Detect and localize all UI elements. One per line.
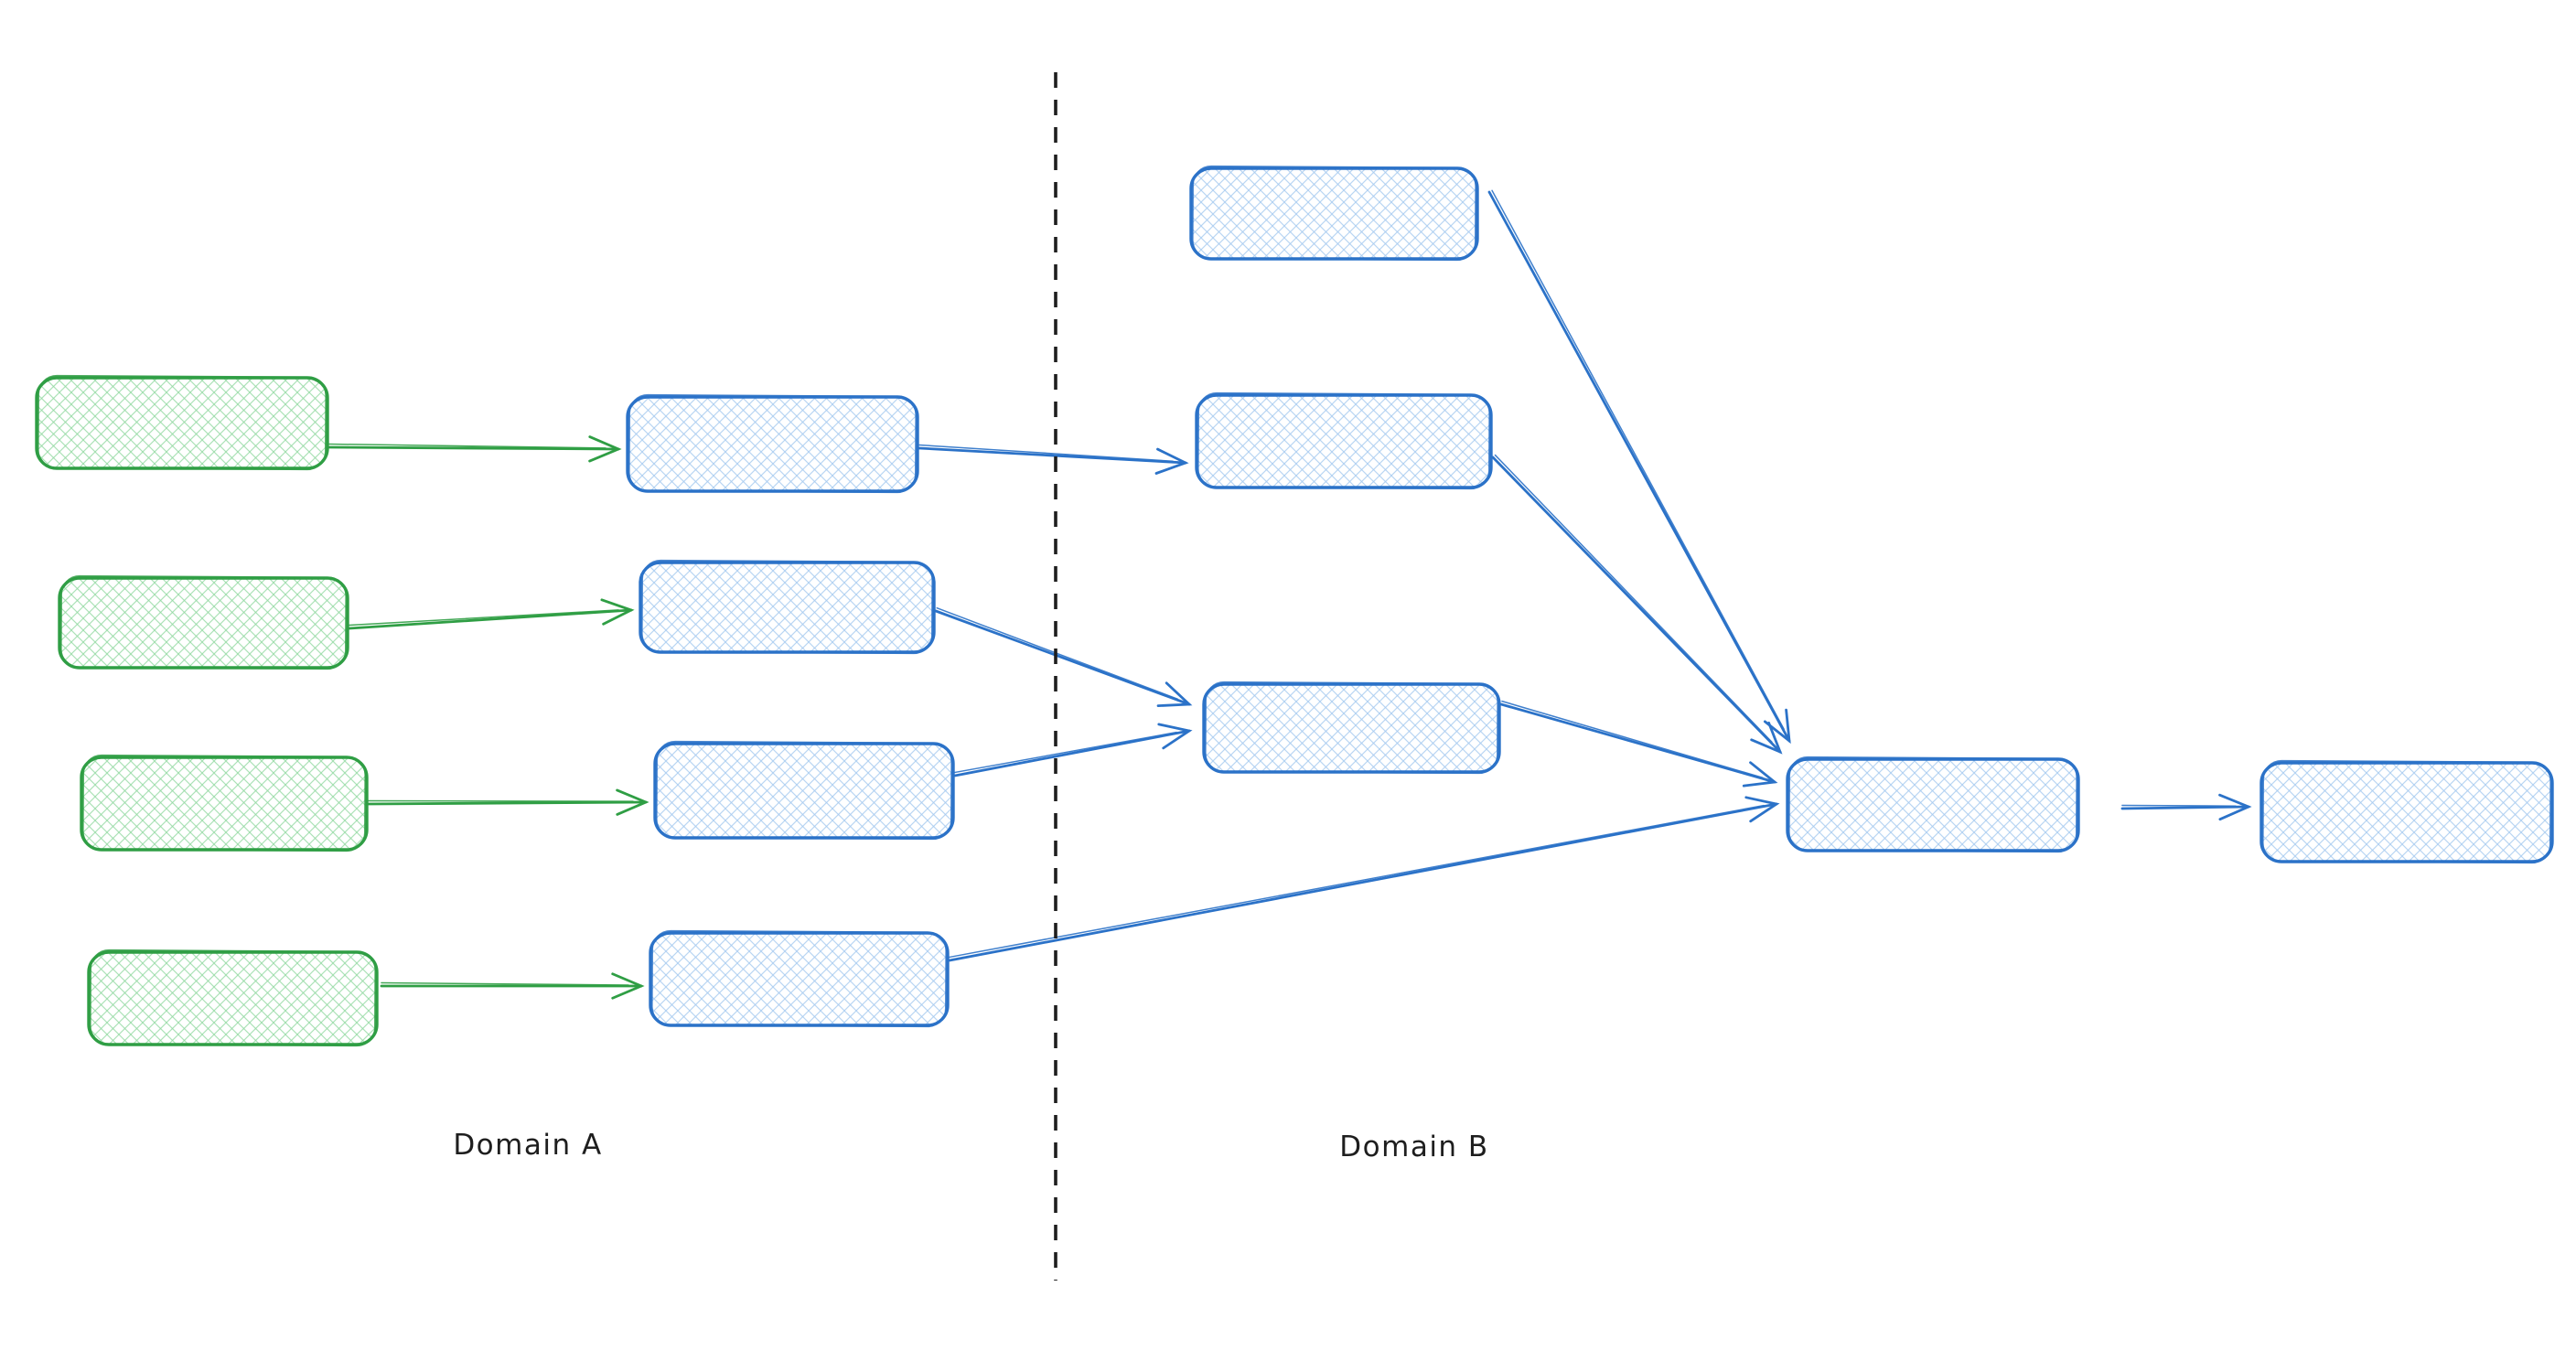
edge-b-node-3-to-b-merge[interactable]	[1499, 700, 1778, 788]
node-a-source-4[interactable]	[87, 949, 379, 1047]
node-b-output[interactable]	[2259, 759, 2554, 864]
edge-b-node-2-to-b-merge[interactable]	[1491, 454, 1783, 755]
edge-a-source-4-to-a-stage-4[interactable]	[380, 972, 645, 1000]
edge-a-stage-2-to-b-node-3[interactable]	[934, 606, 1193, 708]
node-a-stage-3[interactable]	[653, 740, 955, 841]
node-a-source-3[interactable]	[80, 754, 369, 852]
edge-b-node-1-to-b-merge[interactable]	[1487, 189, 1791, 745]
node-a-source-1[interactable]	[35, 374, 329, 471]
domain-b-label[interactable]: Domain B	[1339, 1131, 1488, 1163]
edge-a-source-2-to-a-stage-2[interactable]	[348, 598, 635, 630]
edge-a-source-3-to-a-stage-3[interactable]	[367, 788, 649, 816]
edge-a-source-1-to-a-stage-1[interactable]	[327, 435, 622, 463]
node-b-merge[interactable]	[1786, 756, 2080, 853]
edge-a-stage-4-to-b-merge[interactable]	[948, 796, 1780, 962]
node-b-node-3[interactable]	[1202, 681, 1501, 775]
node-a-source-2[interactable]	[58, 574, 349, 670]
edge-b-merge-to-b-output[interactable]	[2120, 793, 2252, 821]
edges-layer	[327, 189, 2252, 1000]
node-a-stage-1[interactable]	[626, 393, 919, 494]
domain-a-label[interactable]: Domain A	[453, 1129, 602, 1162]
edge-a-stage-1-to-b-node-2[interactable]	[918, 444, 1189, 475]
node-b-node-2[interactable]	[1195, 391, 1493, 490]
nodes-layer	[35, 165, 2554, 1047]
node-a-stage-4[interactable]	[649, 929, 950, 1028]
node-b-node-1[interactable]	[1189, 165, 1479, 262]
node-a-stage-2[interactable]	[639, 559, 936, 655]
edge-a-stage-3-to-b-node-3[interactable]	[953, 723, 1193, 777]
